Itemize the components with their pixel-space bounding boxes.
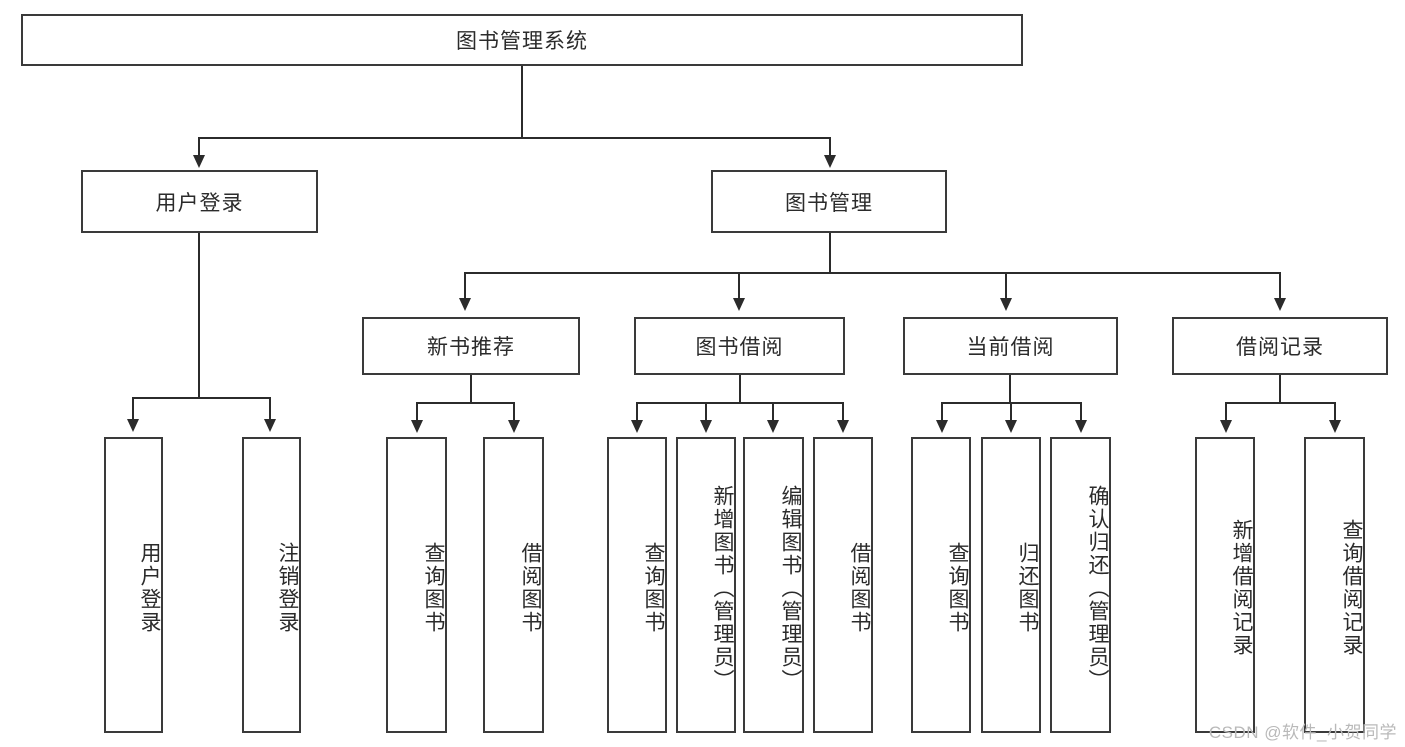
edge-newbook-drop-2 — [513, 402, 515, 422]
node-label: 查询借阅记录 — [1340, 519, 1363, 657]
edge-book-manage-stem — [829, 233, 831, 273]
edge-newbook-drop-1 — [416, 402, 418, 422]
leaf-return-book[interactable]: 归还图书 — [981, 437, 1041, 733]
edge-currentborrow-drop-2 — [1010, 402, 1012, 422]
leaf-borrow-book[interactable]: 借阅图书 — [813, 437, 873, 733]
edge-bookborrow-drop-3 — [772, 402, 774, 422]
edge-level3-drop-1 — [464, 272, 466, 300]
node-label: 查询图书 — [642, 542, 665, 634]
edge-drop-user-login — [198, 137, 200, 157]
csdn-watermark: CSDN @软件_小贺同学 — [1208, 723, 1397, 742]
leaf-add-borrow-record[interactable]: 新增借阅记录 — [1195, 437, 1255, 733]
leaf-edit-book-admin[interactable]: 编辑图书（管理员） — [743, 437, 804, 733]
node-root-library-system[interactable]: 图书管理系统 — [21, 14, 1023, 66]
edge-drop-book-manage — [829, 137, 831, 157]
edge-currentborrow-drop-3 — [1080, 402, 1082, 422]
node-label: 归还图书 — [1016, 542, 1039, 634]
node-label: 新增图书（管理员） — [711, 484, 734, 692]
arrowhead-leaf-bookborrow-1 — [631, 420, 643, 433]
arrowhead-leaf-user-login-1 — [127, 419, 139, 432]
leaf-confirm-return-admin[interactable]: 确认归还（管理员） — [1050, 437, 1111, 733]
arrowhead-leaf-currentborrow-1 — [936, 420, 948, 433]
edge-borrowrecord-drop-2 — [1334, 402, 1336, 422]
arrowhead-leaf-newbook-1 — [411, 420, 423, 433]
node-label: 图书管理 — [785, 191, 873, 215]
edge-borrowrecord-stem — [1279, 375, 1281, 403]
arrowhead-level3-4 — [1274, 298, 1286, 311]
node-label: 新书推荐 — [427, 336, 515, 359]
edge-borrowrecord-drop-1 — [1225, 402, 1227, 422]
edge-newbook-stem — [470, 375, 472, 403]
arrowhead-level3-2 — [733, 298, 745, 311]
leaf-borrow-book-recommend[interactable]: 借阅图书 — [483, 437, 544, 733]
edge-borrowrecord-bus — [1225, 402, 1335, 404]
node-label: 图书借阅 — [695, 336, 784, 359]
node-label: 当前借阅 — [966, 336, 1055, 359]
edge-user-login-drop-2 — [269, 397, 271, 421]
arrowhead-user-login — [193, 155, 205, 168]
leaf-query-book-current[interactable]: 查询图书 — [911, 437, 971, 733]
edge-user-login-bus — [132, 397, 269, 399]
node-current-borrow[interactable]: 当前借阅 — [903, 317, 1118, 375]
node-label: 用户登录 — [138, 542, 161, 634]
node-label: 查询图书 — [422, 542, 445, 634]
edge-level3-bus — [464, 272, 1281, 274]
node-book-borrow[interactable]: 图书借阅 — [634, 317, 845, 375]
edge-bookborrow-bus — [636, 402, 843, 404]
node-label: 借阅记录 — [1236, 336, 1324, 359]
node-label: 编辑图书（管理员） — [779, 484, 802, 692]
arrowhead-leaf-currentborrow-3 — [1075, 420, 1087, 433]
edge-level3-drop-4 — [1279, 272, 1281, 300]
edge-root-stem — [521, 66, 523, 138]
arrowhead-leaf-borrowrecord-1 — [1220, 420, 1232, 433]
edge-level2-bus — [198, 137, 831, 139]
node-label: 注销登录 — [276, 542, 299, 634]
node-book-management[interactable]: 图书管理 — [711, 170, 947, 233]
edge-currentborrow-drop-1 — [941, 402, 943, 422]
leaf-query-book-borrow[interactable]: 查询图书 — [607, 437, 667, 733]
edge-user-login-drop-1 — [132, 397, 134, 421]
edge-currentborrow-stem — [1009, 375, 1011, 403]
leaf-query-book-recommend[interactable]: 查询图书 — [386, 437, 447, 733]
node-label: 图书管理系统 — [456, 30, 588, 53]
node-label: 借阅图书 — [848, 542, 871, 634]
arrowhead-leaf-bookborrow-3 — [767, 420, 779, 433]
node-borrow-record[interactable]: 借阅记录 — [1172, 317, 1388, 375]
leaf-query-borrow-record[interactable]: 查询借阅记录 — [1304, 437, 1365, 733]
node-label: 确认归还（管理员） — [1086, 484, 1109, 692]
edge-newbook-bus — [416, 402, 514, 404]
arrowhead-level3-3 — [1000, 298, 1012, 311]
edge-bookborrow-drop-2 — [705, 402, 707, 422]
node-new-book-recommend[interactable]: 新书推荐 — [362, 317, 580, 375]
node-label: 借阅图书 — [519, 542, 542, 634]
node-label: 用户登录 — [155, 191, 244, 215]
edge-bookborrow-stem — [739, 375, 741, 403]
arrowhead-leaf-newbook-2 — [508, 420, 520, 433]
node-label: 查询图书 — [946, 542, 969, 634]
arrowhead-book-manage — [824, 155, 836, 168]
leaf-logout[interactable]: 注销登录 — [242, 437, 301, 733]
edge-level3-drop-2 — [738, 272, 740, 300]
edge-bookborrow-drop-1 — [636, 402, 638, 422]
node-label: 新增借阅记录 — [1230, 519, 1253, 657]
edge-bookborrow-drop-4 — [842, 402, 844, 422]
node-user-login[interactable]: 用户登录 — [81, 170, 318, 233]
arrowhead-leaf-user-login-2 — [264, 419, 276, 432]
arrowhead-leaf-borrowrecord-2 — [1329, 420, 1341, 433]
leaf-user-login[interactable]: 用户登录 — [104, 437, 163, 733]
arrowhead-leaf-bookborrow-4 — [837, 420, 849, 433]
edge-level3-drop-3 — [1005, 272, 1007, 300]
arrowhead-level3-1 — [459, 298, 471, 311]
arrowhead-leaf-currentborrow-2 — [1005, 420, 1017, 433]
edge-user-login-stem — [198, 233, 200, 398]
leaf-add-book-admin[interactable]: 新增图书（管理员） — [676, 437, 736, 733]
arrowhead-leaf-bookborrow-2 — [700, 420, 712, 433]
